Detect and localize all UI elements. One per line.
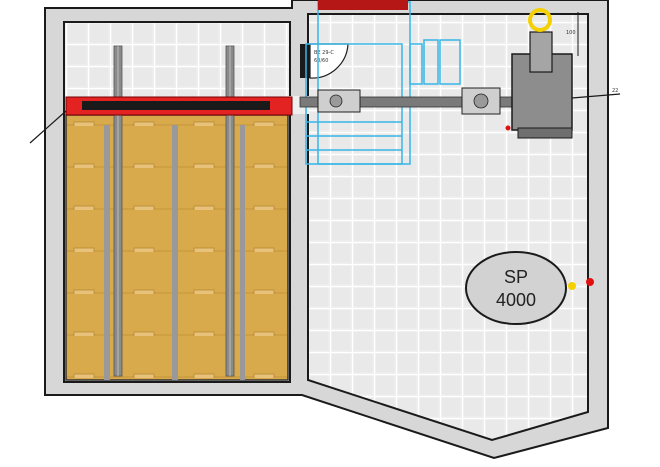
tank-sensor-yellow [568, 282, 576, 290]
boiler: 22 100 [511, 12, 621, 139]
storage-tank: SP 4000 [465, 251, 594, 325]
flue-connector [318, 0, 408, 10]
boiler-base [517, 127, 573, 139]
boiler-body [511, 53, 573, 131]
tank-label-line2: 4000 [496, 290, 536, 310]
feed-channel [82, 101, 270, 110]
storage-tank-body [465, 251, 567, 325]
dim-label-right: 22 [612, 88, 618, 94]
divider-post-left [104, 125, 110, 380]
motor-hub-right [473, 93, 489, 109]
level-sensor-top [528, 8, 552, 32]
fire-door: BE 29-C 60/60 [300, 43, 349, 79]
feed-system [299, 87, 523, 115]
divider-post-mid [240, 125, 245, 380]
motor-hub-left [329, 94, 343, 108]
leader-line [29, 110, 67, 144]
boiler-sensor-red [505, 125, 511, 131]
door-tag-line1: BE 29-C [314, 50, 334, 56]
boiler-hopper [529, 31, 553, 73]
divider-post-right [172, 125, 178, 380]
tank-sensor-red [586, 278, 594, 286]
dim-label: 100 [566, 30, 576, 36]
tank-label-line1: SP [504, 267, 528, 287]
door-tag-line2: 60/60 [314, 58, 328, 64]
